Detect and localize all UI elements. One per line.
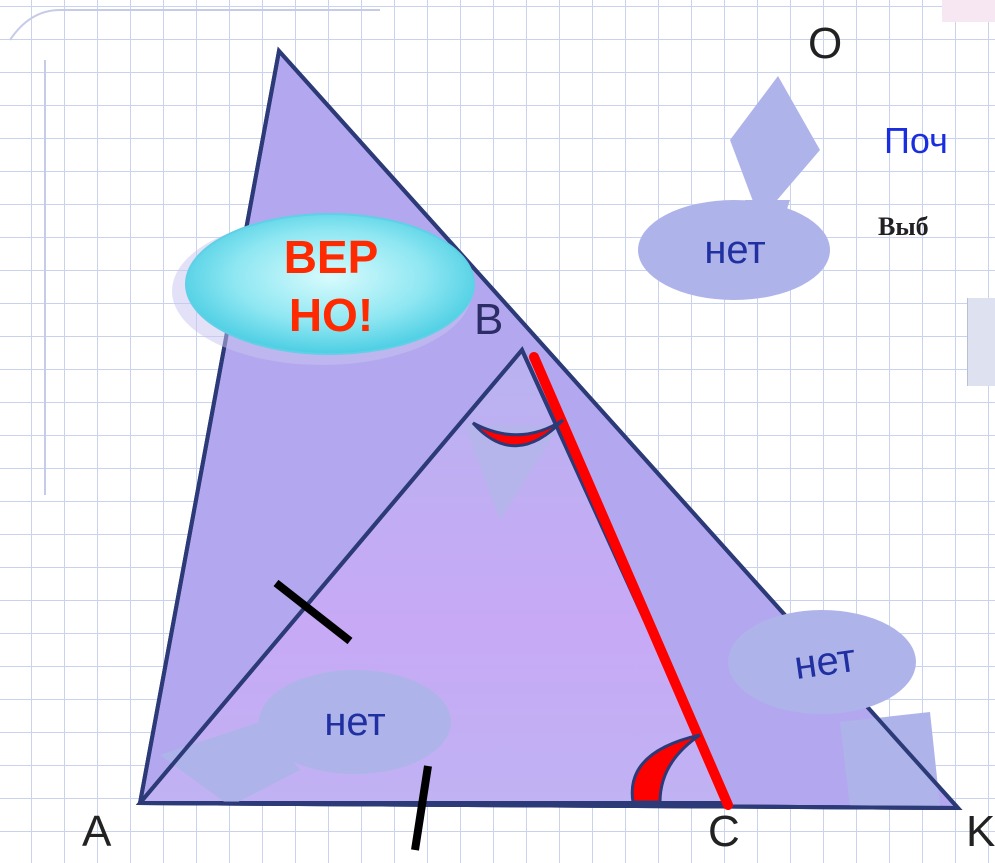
point-label-o: O: [808, 19, 843, 68]
correct-answer[interactable]: ВЕР НО!: [236, 228, 426, 344]
angle-hint-shape: [465, 425, 560, 520]
point-label-c: C: [708, 807, 740, 856]
correct-answer-line-2: НО!: [288, 289, 374, 341]
base-line: [139, 801, 959, 810]
right-callout-pointer: [840, 712, 940, 806]
wrong-callout-left[interactable]: [259, 670, 451, 774]
tick-mark-ab: [273, 579, 353, 645]
tick-mark-ac: [411, 765, 432, 851]
correct-bubble[interactable]: [185, 213, 475, 355]
correct-answer-line-1: ВЕР: [283, 231, 379, 283]
cut-off-panel: [967, 298, 995, 386]
point-label-a: A: [82, 807, 112, 856]
wrong-answer-left[interactable]: нет: [324, 700, 386, 744]
angle-arc-b: [471, 418, 565, 448]
wrong-callout-top[interactable]: [638, 200, 830, 300]
point-label-k: K: [966, 807, 995, 856]
left-callout-pointer: [160, 722, 300, 806]
top-right-box: [942, 0, 995, 22]
wrong-answer-top[interactable]: нет: [704, 228, 766, 272]
instruction-text: Выб: [878, 212, 929, 241]
corner-curve: [9, 9, 380, 41]
point-label-b: B: [474, 295, 504, 344]
highlight-side-bc: [529, 352, 733, 810]
question-heading: Поч: [884, 120, 948, 161]
top-callout-pointer: [730, 76, 820, 220]
wrong-callout-right[interactable]: [728, 610, 916, 714]
angle-arc-c: [630, 733, 701, 804]
